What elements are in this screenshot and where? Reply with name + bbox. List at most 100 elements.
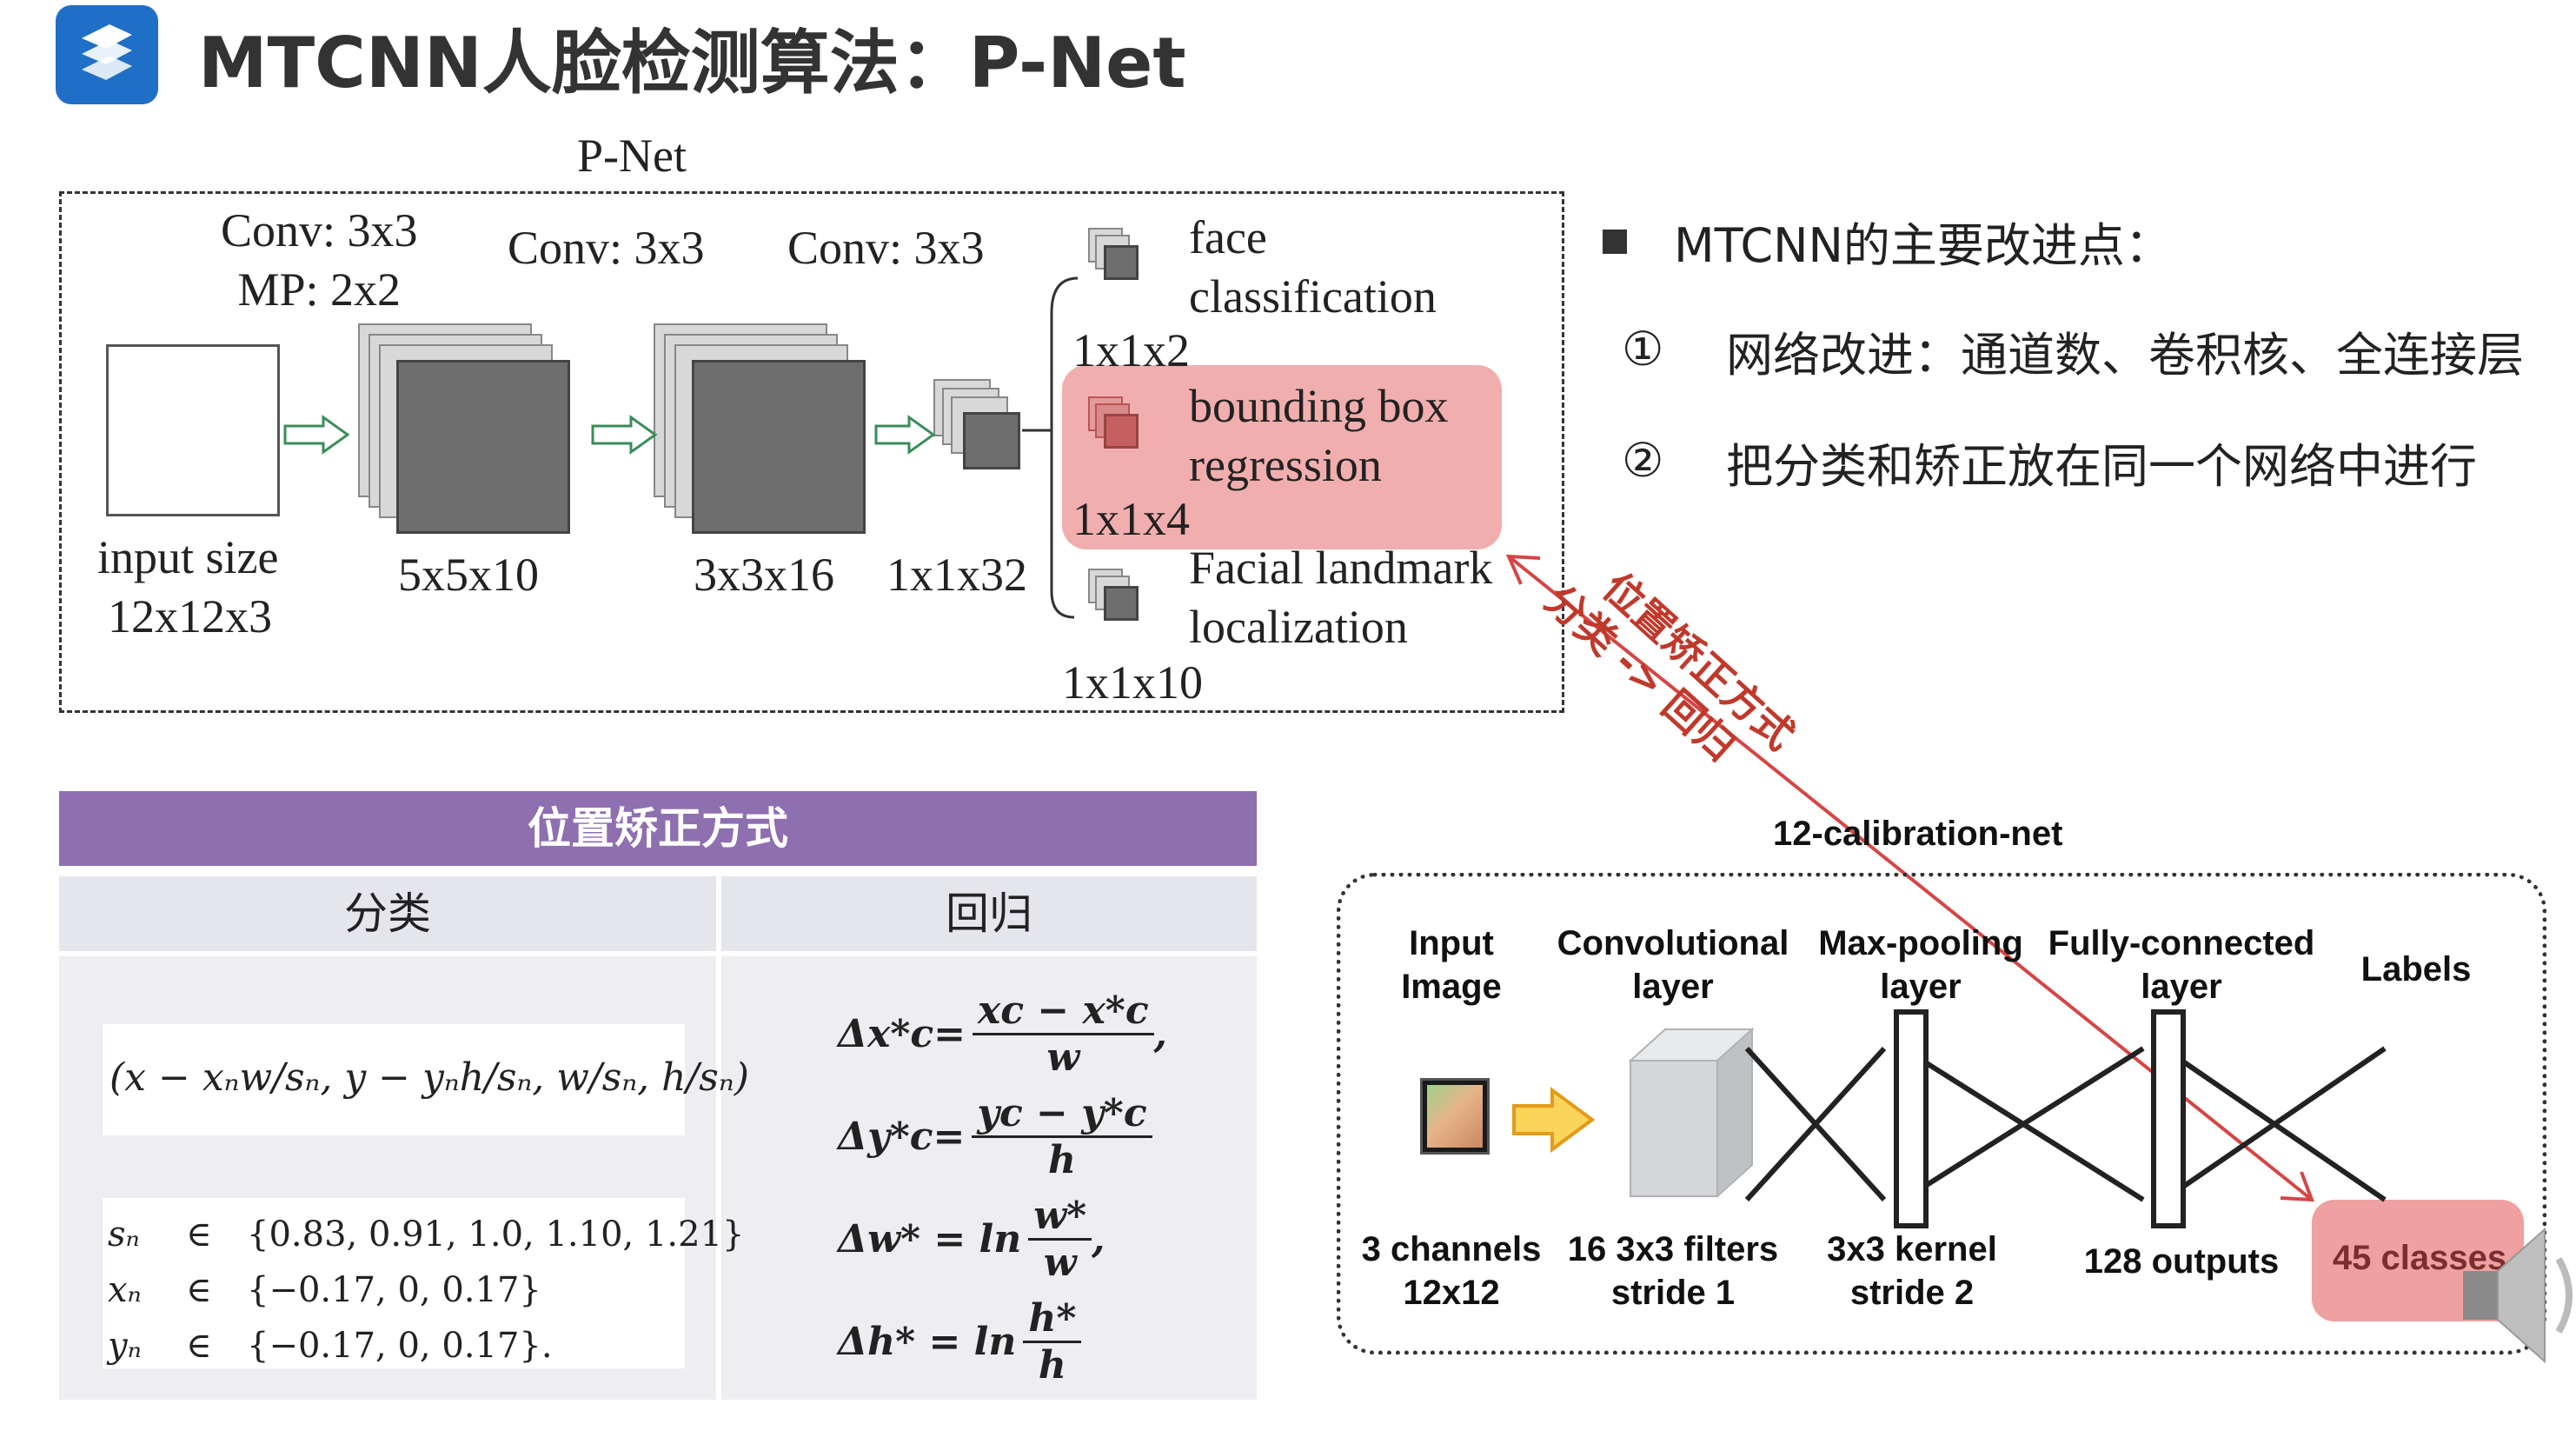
set-var: xₙ [108, 1270, 142, 1310]
improvement-1-text: 网络改进：通道数、卷积核、全连接层 [1726, 328, 2524, 383]
fmap-stage2 [692, 360, 866, 534]
classification-sets-box [103, 1198, 685, 1368]
eq-comma: , [1153, 1011, 1167, 1056]
out-cube-face [1104, 245, 1139, 280]
set-values: {0.83, 0.91, 1.0, 1.10, 1.21} [247, 1215, 745, 1255]
eq3-denominator: w [1043, 1240, 1077, 1285]
equation-row: Δh* = ln h* h [838, 1290, 1167, 1393]
output-landmark-line2: localization [1189, 600, 1408, 653]
eq1-denominator: w [1046, 1035, 1080, 1080]
eq4-lhs: Δh* = ln [838, 1319, 1017, 1364]
eq3-fraction: w* w [1028, 1194, 1092, 1285]
improvement-2-text: 把分类和矫正放在同一个网络中进行 [1726, 439, 2477, 494]
set-var: sₙ [108, 1215, 140, 1255]
stage2-size-label: 3x3x16 [694, 549, 834, 601]
classification-formula-box [103, 1024, 685, 1135]
bbox-regression-highlight [1062, 365, 1502, 549]
set-values: {−0.17, 0, 0.17}. [247, 1326, 553, 1366]
fmap-stage1 [396, 360, 570, 534]
set-var: yₙ [108, 1326, 142, 1366]
stage3-conv-label: Conv: 3x3 [787, 222, 985, 274]
conv-layer-cube [1628, 1027, 1755, 1199]
output-landmark-label: Facial landmark localization [1189, 539, 1492, 656]
bullet-square-icon [1603, 230, 1627, 254]
input-size-line2: 12x12x3 [108, 589, 272, 642]
stage1-size-label: 5x5x10 [398, 549, 539, 601]
cal-layer-5-bottom: 45 classes [2332, 1239, 2507, 1277]
face-photo [1427, 1085, 1483, 1148]
classification-sets: sₙ ∈ {0.83, 0.91, 1.0, 1.10, 1.21} xₙ ∈ {−0.… [108, 1207, 744, 1374]
output-face-dim: 1x1x2 [1072, 324, 1190, 376]
eq3-lhs: Δw* = ln [838, 1216, 1022, 1261]
stage-arrow [874, 415, 936, 455]
cal-layer-4-top: Fully-connected layer [2048, 924, 2315, 1006]
cal-layer-2-top: Convolutional layer [1557, 924, 1789, 1006]
improvement-2-marker: ② [1622, 433, 1664, 488]
equation-row: Δx*c= xc − x*c w , [838, 982, 1167, 1085]
pnet-title: P-Net [577, 130, 687, 182]
set-op: ∈ [186, 1215, 212, 1255]
equation-row: Δy*c= yc − y*c h [838, 1085, 1167, 1188]
set-op: ∈ [186, 1326, 212, 1366]
output-bbox-line1: bounding box [1189, 380, 1449, 432]
out-cube-bbox [1104, 414, 1139, 449]
eq3-numerator: w* [1028, 1194, 1092, 1241]
column-header-classification: 分类 [59, 876, 716, 951]
out-cube-landmark [1104, 586, 1139, 621]
eq1-numerator: xc − x*c [973, 988, 1154, 1035]
stage1-conv: Conv: 3x3 [221, 204, 418, 256]
input-size-label: input size 12x12x3 [97, 529, 278, 646]
input-square [106, 344, 280, 516]
output-face-line2: classification [1189, 270, 1437, 323]
set-op: ∈ [186, 1270, 212, 1310]
improvement-1-marker: ① [1622, 322, 1664, 376]
annotation-label: 位置矫正方式 分类 -> 回归 [1536, 563, 1803, 795]
stage1-conv-label: Conv: 3x3 MP: 2x2 [221, 202, 418, 319]
input-arrow-icon [1512, 1087, 1596, 1153]
eq1-fraction: xc − x*c w [973, 988, 1154, 1080]
output-face-label: face classification [1189, 209, 1437, 326]
eq2-numerator: yc − y*c [972, 1091, 1152, 1138]
output-bbox-dim: 1x1x4 [1072, 493, 1190, 545]
input-size-line1: input size [97, 531, 279, 583]
cal-layer-2-bottom: 16 3x3 filters stride 1 [1567, 1230, 1779, 1312]
pnet-diagram-frame [59, 191, 1564, 713]
speaker-icon[interactable] [2458, 1217, 2576, 1374]
cal-layer-3-bottom: 3x3 kernel stride 2 [1827, 1230, 1997, 1312]
improvements-heading: MTCNN的主要改进点： [1674, 218, 2172, 273]
eq2-denominator: h [1047, 1137, 1076, 1182]
eq4-fraction: h* h [1023, 1296, 1082, 1388]
set-row: xₙ ∈ {−0.17, 0, 0.17} [108, 1262, 744, 1318]
stage-arrow [591, 415, 658, 455]
eq2-lhs: Δy*c= [838, 1114, 966, 1159]
output-bbox-line2: regression [1189, 438, 1382, 491]
classification-formula: (x − xₙw/sₙ, y − yₙh/sₙ, w/sₙ, h/sₙ) [110, 1055, 749, 1100]
table-title: 位置矫正方式 [59, 791, 1257, 866]
output-face-line1: face [1189, 211, 1267, 263]
equation-row: Δw* = ln w* w , [838, 1188, 1167, 1290]
output-bbox-label: bounding box regression [1189, 377, 1449, 495]
eq4-numerator: h* [1023, 1296, 1082, 1343]
cal-layer-3-top: Max-pooling layer [1818, 924, 2023, 1006]
cal-connections [1744, 1009, 2387, 1228]
regression-cell [721, 956, 1257, 1400]
fmap-stage3 [963, 412, 1020, 469]
stage1-pool: MP: 2x2 [237, 263, 402, 316]
stage3-size-label: 1x1x32 [886, 549, 1027, 601]
set-row: yₙ ∈ {−0.17, 0, 0.17}. [108, 1318, 744, 1374]
cal-layer-1-top: Input Image [1401, 924, 1502, 1006]
column-header-regression: 回归 [721, 876, 1257, 951]
eq4-denominator: h [1038, 1342, 1066, 1388]
set-row: sₙ ∈ {0.83, 0.91, 1.0, 1.10, 1.21} [108, 1207, 744, 1262]
cal-layer-1-bottom: 3 channels 12x12 [1361, 1230, 1542, 1312]
eq1-lhs: Δx*c= [838, 1011, 966, 1056]
output-landmark-line1: Facial landmark [1189, 542, 1493, 594]
calibration-title: 12-calibration-net [1773, 815, 2063, 853]
output-landmark-dim: 1x1x10 [1062, 656, 1203, 709]
logo-icon [56, 5, 158, 104]
set-values: {−0.17, 0, 0.17} [247, 1270, 541, 1310]
stage-arrow [283, 415, 350, 455]
page-title: MTCNN人脸检测算法：P-Net [198, 23, 1186, 103]
cal-layer-4-bottom: 128 outputs [2083, 1242, 2280, 1281]
branch-brace [1022, 276, 1079, 619]
